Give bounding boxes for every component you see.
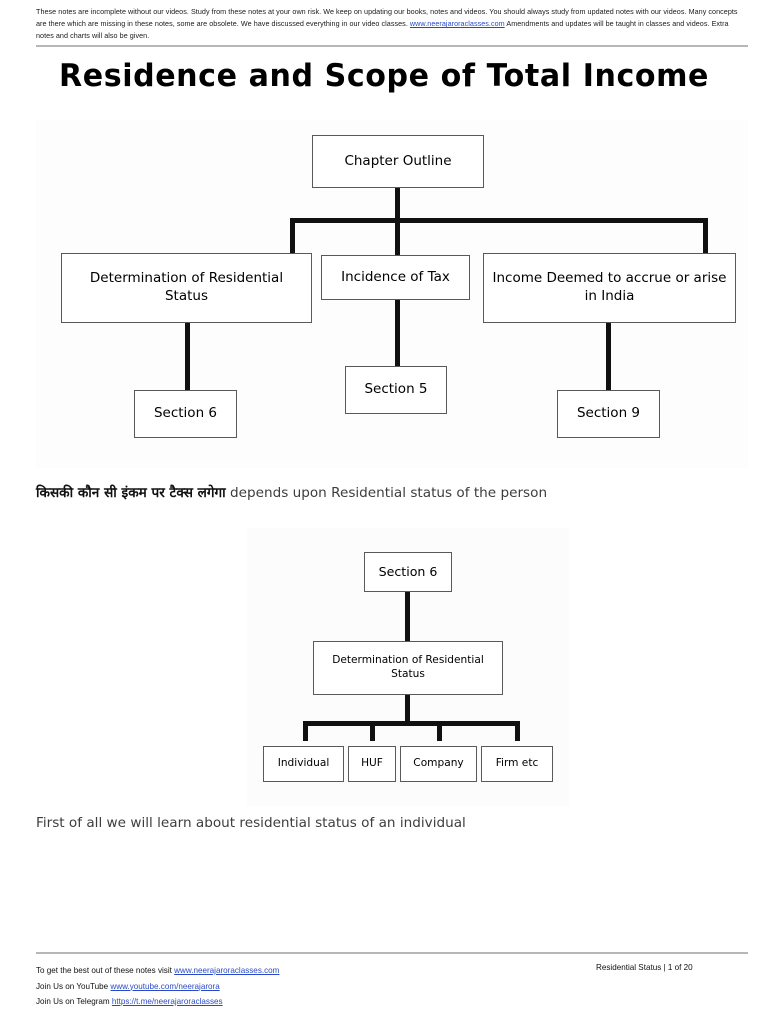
footer-website-link[interactable]: www.neerajaroraclasses.com bbox=[174, 966, 280, 975]
paragraph-residential-status-note: किसकी कौन सी इंकम पर टैक्स लगेगा depends… bbox=[36, 482, 547, 501]
paragraph-first-of-all: First of all we will learn about residen… bbox=[36, 815, 466, 831]
connector-drop-individual bbox=[303, 721, 308, 741]
connector-drop-center bbox=[395, 218, 400, 255]
connector-root-to-middle bbox=[405, 592, 410, 641]
footer-line-youtube: Join Us on YouTube www.youtube.com/neera… bbox=[36, 979, 279, 995]
node-company[interactable]: Company bbox=[400, 746, 477, 782]
node-income-deemed-to-accrue[interactable]: Income Deemed to accrue or arise in Indi… bbox=[483, 253, 736, 323]
connector-drop-huf bbox=[370, 721, 375, 741]
node-section-6-root[interactable]: Section 6 bbox=[364, 552, 452, 592]
footer-youtube-prefix: Join Us on YouTube bbox=[36, 981, 111, 991]
english-text: depends upon Residential status of the p… bbox=[225, 485, 548, 501]
disclaimer-note: These notes are incomplete without our v… bbox=[36, 6, 748, 43]
footer-website-prefix: To get the best out of these notes visit bbox=[36, 966, 175, 975]
connector-middle-stem bbox=[405, 695, 410, 723]
connector-horizontal-bus bbox=[290, 218, 708, 223]
footer-line-website: To get the best out of these notes visit… bbox=[36, 963, 279, 979]
node-firm-etc[interactable]: Firm etc bbox=[481, 746, 553, 782]
footer-line-telegram: Join Us on Telegram https://t.me/neeraja… bbox=[36, 994, 279, 1010]
footer-divider bbox=[36, 952, 748, 954]
connector-drop-company bbox=[437, 721, 442, 741]
node-chapter-outline[interactable]: Chapter Outline bbox=[312, 135, 484, 188]
disclaimer-text-part2: Amendments and updates will be taught in… bbox=[36, 19, 729, 41]
node-determination-of-residential-status[interactable]: Determination of Residential Status bbox=[61, 253, 312, 323]
connector-stem-section9 bbox=[606, 323, 611, 390]
node-individual[interactable]: Individual bbox=[263, 746, 344, 782]
section6-breakdown-flowchart: Section 6 Determination of Residential S… bbox=[247, 528, 569, 806]
node-section-5[interactable]: Section 5 bbox=[345, 366, 447, 414]
disclaimer-link[interactable]: www.neerajaroraclasses.com bbox=[409, 19, 505, 29]
node-huf[interactable]: HUF bbox=[348, 746, 396, 782]
footer-telegram-prefix: Join Us on Telegram bbox=[36, 997, 112, 1006]
disclaimer-text-part1: These notes are incomplete without our v… bbox=[36, 7, 738, 29]
footer-youtube-link[interactable]: www.youtube.com/neerajarora bbox=[110, 981, 220, 991]
node-section-6[interactable]: Section 6 bbox=[134, 390, 237, 438]
connector-stem-section6 bbox=[185, 323, 190, 390]
connector-stem-section5 bbox=[395, 300, 400, 366]
connector-root-stem bbox=[395, 188, 400, 222]
connector-horizontal-bus-2 bbox=[303, 721, 520, 726]
footer-telegram-link[interactable]: https://t.me/neerajaroraclasses bbox=[111, 997, 223, 1006]
node-section-9[interactable]: Section 9 bbox=[557, 390, 660, 438]
hindi-text: किसकी कौन सी इंकम पर टैक्स लगेगा bbox=[36, 485, 226, 501]
footer-page-info: Residential Status | 1 of 20 bbox=[596, 963, 693, 972]
connector-drop-left bbox=[290, 218, 295, 255]
connector-drop-right bbox=[703, 218, 708, 255]
connector-drop-firm bbox=[515, 721, 520, 741]
chapter-outline-flowchart: Chapter Outline Determination of Residen… bbox=[36, 120, 748, 468]
header-divider bbox=[36, 45, 748, 47]
page-title: Residence and Scope of Total Income bbox=[59, 58, 709, 94]
node-incidence-of-tax[interactable]: Incidence of Tax bbox=[321, 255, 470, 300]
footer-links: To get the best out of these notes visit… bbox=[36, 963, 279, 1010]
node-determination-of-residential-status-2[interactable]: Determination of Residential Status bbox=[313, 641, 503, 695]
